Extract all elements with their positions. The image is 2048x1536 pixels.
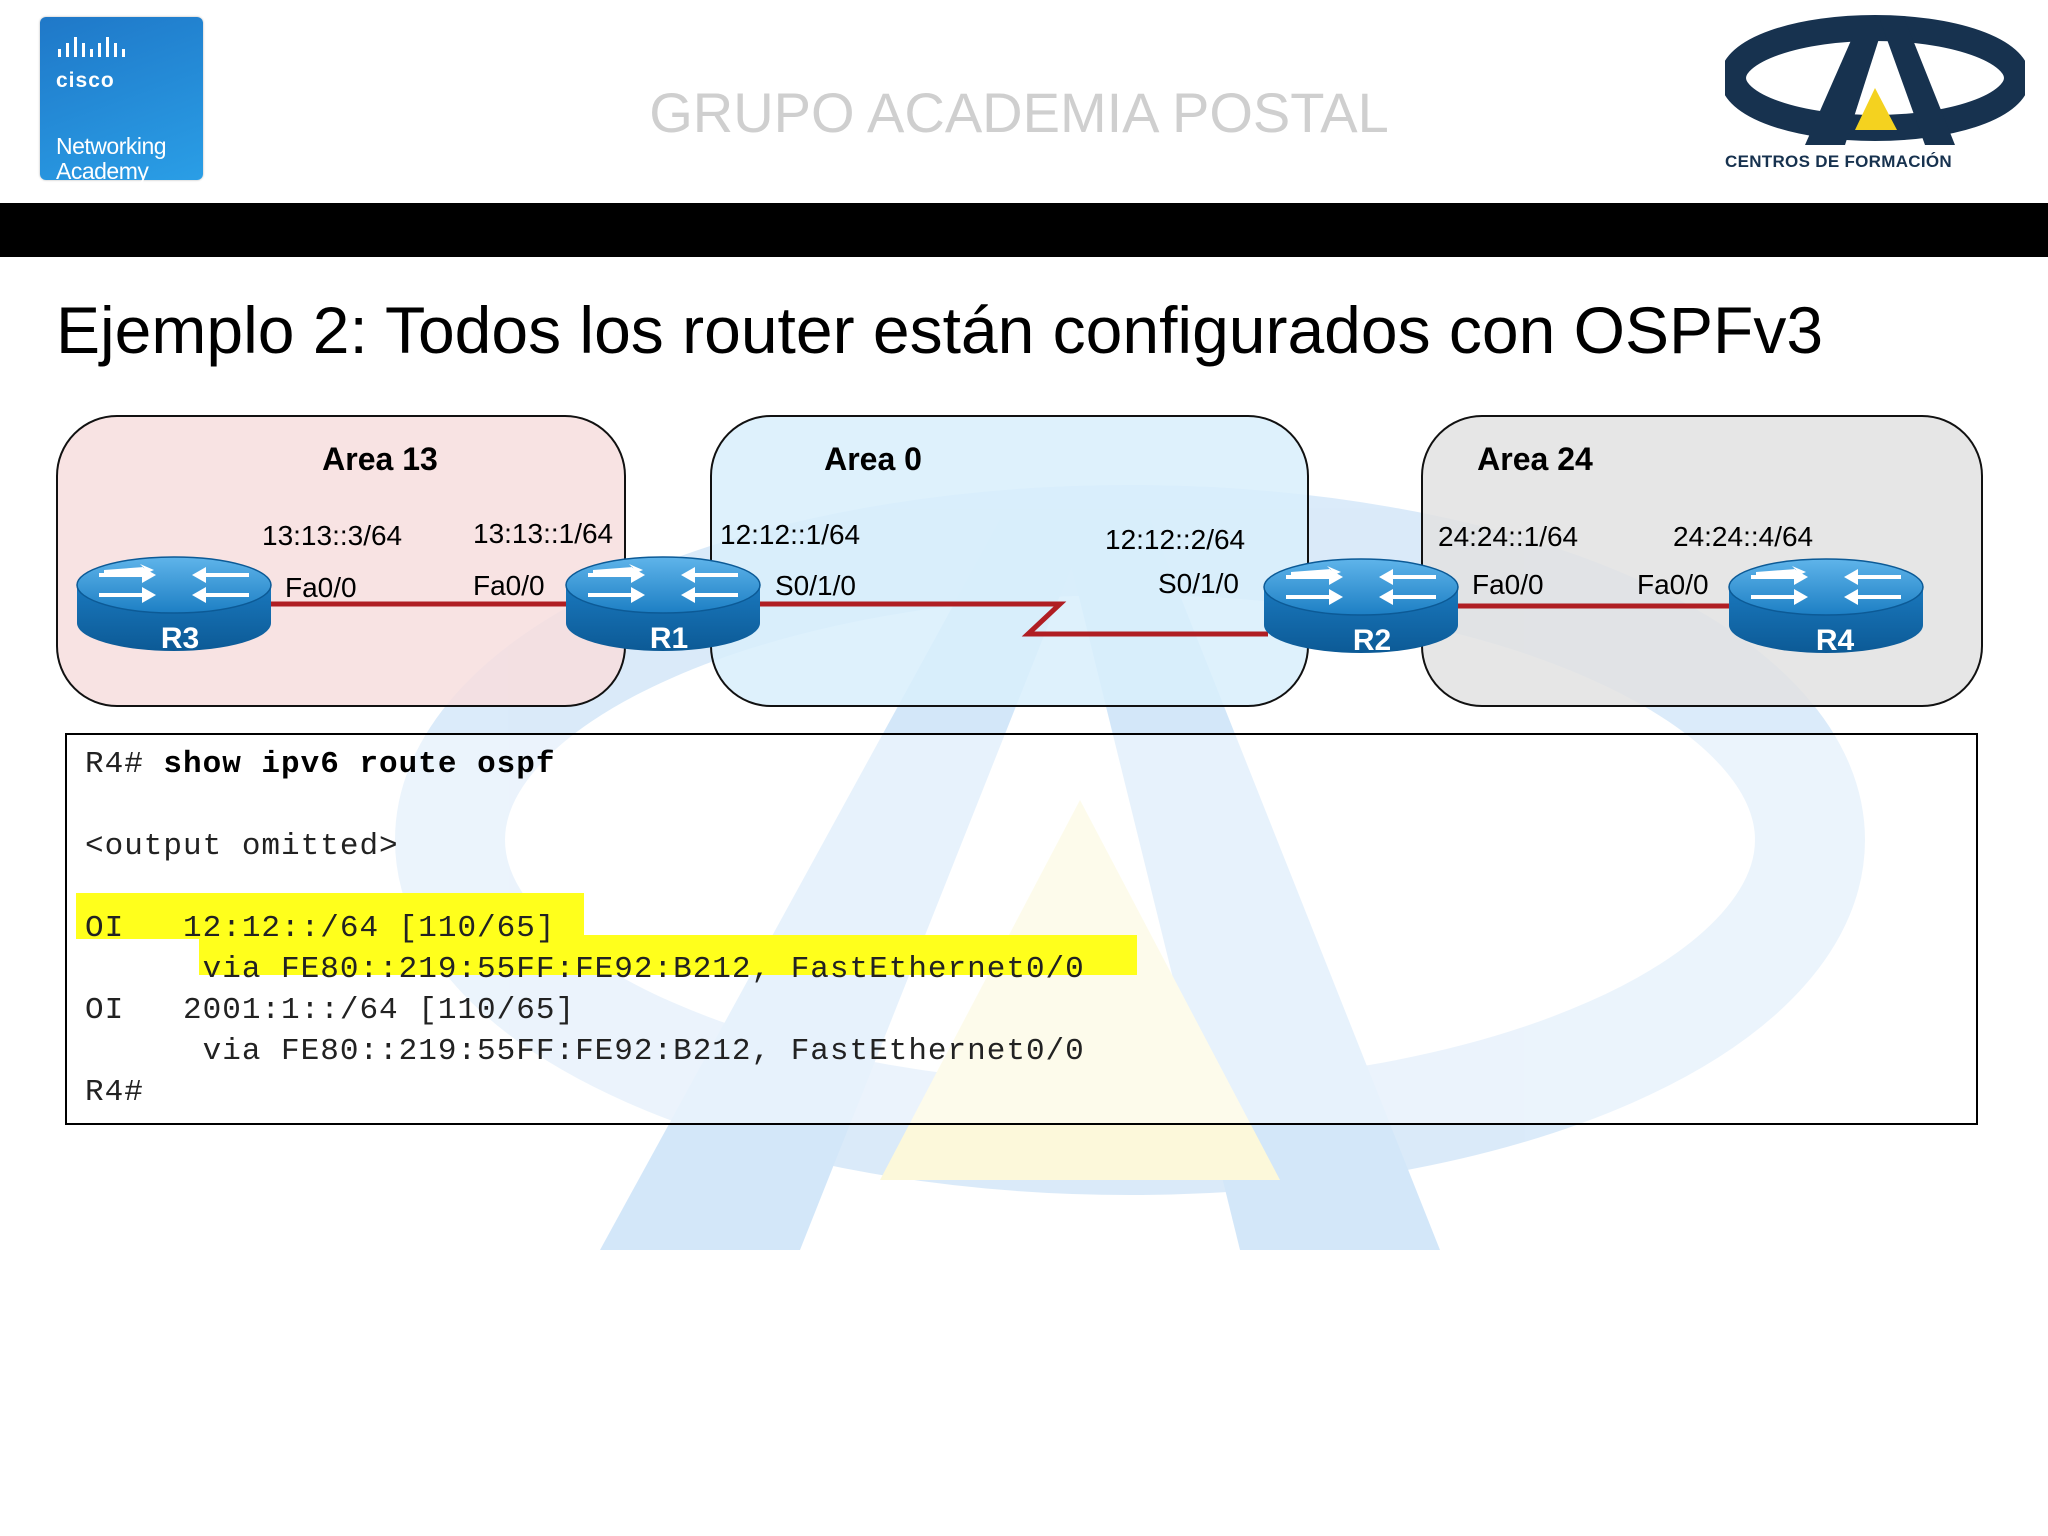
r4-ipv6-address: 24:24::4/64 bbox=[1673, 521, 1813, 552]
area-0-region bbox=[710, 415, 1309, 707]
logo-triangle bbox=[1855, 88, 1897, 130]
highlight-route1-line2 bbox=[199, 935, 1137, 975]
area-13-label: Area 13 bbox=[322, 441, 438, 477]
watermark-triangle bbox=[880, 800, 1280, 1180]
logo-right-leg bbox=[1880, 20, 1955, 145]
router-r2-label: R2 bbox=[1353, 624, 1391, 657]
terminal-output-box: R4# show ipv6 route ospf <output omitted… bbox=[65, 733, 1978, 1125]
terminal-command: show ipv6 route ospf bbox=[163, 747, 556, 782]
networking-text: Networking bbox=[56, 133, 167, 159]
r3-ipv6-address: 13:13::3/64 bbox=[262, 520, 402, 551]
r1-fa-ipv6-address: 13:13::1/64 bbox=[473, 518, 613, 549]
r1-serial-interface: S0/1/0 bbox=[775, 570, 856, 601]
academy-text: Academy bbox=[56, 158, 149, 184]
r2-fa-ipv6-address: 24:24::1/64 bbox=[1438, 521, 1578, 552]
academia-postal-logo bbox=[1725, 15, 2025, 145]
r2-fa-interface: Fa0/0 bbox=[1472, 569, 1544, 600]
r2-serial-interface: S0/1/0 bbox=[1158, 568, 1239, 599]
terminal-prompt: R4# bbox=[85, 747, 164, 782]
terminal-command-line: R4# show ipv6 route ospf bbox=[85, 747, 555, 782]
route-2001-1-line: OI 2001:1::/64 [110/65] bbox=[85, 993, 576, 1028]
r1-fa-interface: Fa0/0 bbox=[473, 570, 545, 601]
router-r4-label: R4 bbox=[1816, 624, 1855, 657]
networking-academy-text: Networking Academy bbox=[56, 133, 167, 184]
cisco-networking-academy-logo: cisco Networking Academy bbox=[40, 17, 203, 184]
link-r1-r2-serial bbox=[755, 601, 1268, 637]
cisco-brand-text: cisco bbox=[56, 69, 115, 92]
r2-serial-ipv6-address: 12:12::2/64 bbox=[1105, 524, 1245, 555]
area-0-label: Area 0 bbox=[824, 441, 922, 477]
router-r1: R1 bbox=[565, 556, 761, 655]
cisco-bars-icon bbox=[58, 37, 125, 57]
router-r1-label: R1 bbox=[650, 622, 688, 655]
r1-serial-ipv6-address: 12:12::1/64 bbox=[720, 519, 860, 550]
area-24-label: Area 24 bbox=[1477, 441, 1593, 477]
router-r4: R4 bbox=[1728, 558, 1924, 657]
logo-left-leg bbox=[1805, 20, 1885, 145]
route-12-12-via: via FE80::219:55FF:FE92:B212, FastEthern… bbox=[85, 952, 1085, 987]
r4-interface: Fa0/0 bbox=[1637, 569, 1709, 600]
terminal-final-prompt: R4# bbox=[85, 1075, 144, 1110]
route-12-12-line: OI 12:12::/64 [110/65] bbox=[85, 911, 556, 946]
router-r3-label: R3 bbox=[161, 622, 199, 655]
header-divider-bar bbox=[0, 203, 2048, 257]
slide-title: Ejemplo 2: Todos los router están config… bbox=[56, 293, 1824, 367]
r3-interface: Fa0/0 bbox=[285, 572, 357, 603]
route-2001-1-via: via FE80::219:55FF:FE92:B212, FastEthern… bbox=[85, 1034, 1085, 1069]
router-r2: R2 bbox=[1263, 558, 1459, 657]
router-r3: R3 bbox=[76, 556, 272, 655]
terminal-omitted: <output omitted> bbox=[85, 829, 399, 864]
header-title: GRUPO ACADEMIA POSTAL bbox=[649, 81, 1389, 144]
highlight-route1-line1 bbox=[76, 893, 584, 939]
header: cisco Networking Academy GRUPO ACADEMIA … bbox=[0, 0, 2048, 205]
logo-caption: CENTROS DE FORMACIÓN bbox=[1725, 152, 1952, 171]
